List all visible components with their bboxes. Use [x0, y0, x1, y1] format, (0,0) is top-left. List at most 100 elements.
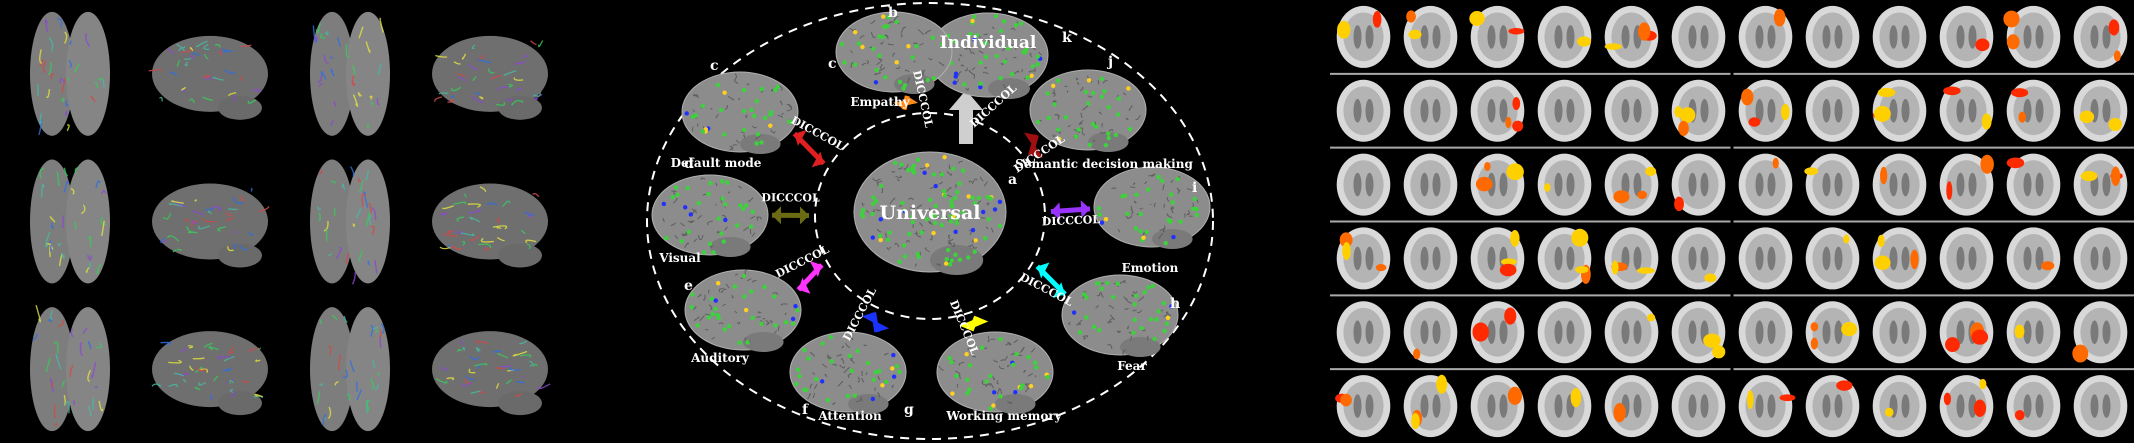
axial-slice: [2006, 227, 2061, 290]
axial-slice: [1470, 301, 1525, 364]
axial-slice: [1805, 5, 1860, 68]
connector-label: DICCCOL: [773, 243, 831, 281]
top-connector-arrow: [949, 90, 983, 144]
center-title: Universal: [880, 202, 981, 224]
axial-slice: [1939, 375, 1994, 438]
connector-arrow: [959, 315, 989, 332]
individual-brain: [927, 12, 1049, 100]
node-label: Visual: [658, 251, 701, 265]
axial-slice: [1336, 153, 1391, 216]
brain-surfaces: [651, 11, 1211, 414]
universal-brain: [853, 151, 1007, 275]
axial-slice: [1671, 301, 1726, 364]
axial-slice: [1537, 153, 1592, 216]
sagittal-brain-view: [148, 35, 268, 120]
sagittal-brain-view: [432, 331, 551, 416]
connector-label: DICCCOL: [761, 191, 820, 204]
axial-slice: [2006, 375, 2061, 438]
axial-slice: [1939, 301, 1994, 364]
node-letter: i: [1192, 180, 1197, 196]
axial-slice: [1939, 153, 1994, 216]
axial-slice: [1805, 301, 1860, 364]
axial-slice: [1872, 5, 1927, 68]
node-brain: [1061, 274, 1179, 357]
connector-arrow: [893, 95, 919, 111]
axial-slice: [2006, 79, 2061, 142]
axial-slice: [2073, 153, 2128, 216]
axial-slice: [1604, 227, 1659, 290]
axial-slice: [1403, 5, 1458, 68]
top-letter: b: [888, 5, 898, 21]
axial-slice: [1604, 5, 1659, 68]
axial-slice: [2003, 5, 2061, 68]
axial-slice: [1738, 301, 1793, 364]
node-brain: [1093, 166, 1211, 249]
axial-slice: [2073, 227, 2128, 290]
axial-slice: [1805, 375, 1860, 438]
fiber-tract-panel: [0, 0, 560, 443]
activation-slice-grid: [1330, 0, 2134, 443]
node-label: Attention: [817, 409, 882, 423]
node-brain: [936, 331, 1054, 414]
sagittal-brain-view: [151, 331, 268, 416]
node-letter: h: [1170, 296, 1180, 312]
fiber-tract-image-grid: [30, 11, 551, 432]
top-title: Individual: [940, 33, 1037, 53]
axial-slice: [1537, 227, 1592, 290]
axial-slice: [1604, 301, 1659, 364]
connector-arrow: [771, 206, 810, 225]
axial-slice: [1470, 79, 1525, 142]
node-brain: [789, 331, 907, 414]
axial-brain-view: [310, 307, 390, 432]
node-brain: [681, 71, 799, 154]
node-letter: c: [710, 58, 719, 74]
axial-slice: [1738, 375, 1796, 438]
axial-slice: [1403, 301, 1458, 364]
top-side-letter: k: [1062, 30, 1072, 46]
axial-slice: [1470, 227, 1525, 290]
axial-slice: [1872, 301, 1927, 364]
axial-slice: [1604, 375, 1659, 438]
axial-slice: [1738, 153, 1793, 216]
node-letter: c: [828, 56, 837, 72]
node-label: Emotion: [1122, 261, 1179, 275]
axial-slice: [1469, 5, 1525, 68]
axial-slice: [1671, 5, 1726, 68]
connector-arrow: [796, 260, 824, 294]
axial-slice: [1738, 79, 1793, 142]
axial-slice: [1671, 227, 1726, 290]
node-brain: [684, 269, 802, 352]
center-letter: a: [1008, 172, 1017, 188]
axial-slice: [2006, 153, 2061, 216]
axial-slice: [2006, 301, 2061, 364]
connector-arrow: [792, 130, 826, 168]
axial-brain-view: [30, 305, 110, 432]
outer-dashed-ring: [646, 2, 1214, 440]
axial-slice: [1939, 5, 1994, 68]
axial-slice: [1671, 153, 1726, 216]
node-label: Fear: [1117, 359, 1147, 373]
node-brain: [651, 174, 769, 257]
connector-arrow: [1024, 132, 1043, 158]
axial-slice: [1872, 227, 1927, 290]
axial-slice: [1804, 153, 1860, 216]
axial-slice: [1671, 79, 1726, 142]
axial-slice: [1939, 79, 1994, 142]
sagittal-brain-view: [152, 183, 270, 268]
axial-slice: [1671, 375, 1726, 438]
connector-arrow: [861, 312, 890, 333]
dicccol-diagram: Universal a Individual b k DICCCOL DICCC…: [640, 0, 1220, 443]
axial-brain-view: [30, 11, 110, 136]
axial-slice: [1336, 5, 1391, 68]
axial-slice: [1872, 79, 1927, 142]
axial-brain-view: [30, 159, 110, 284]
node-brain: [1029, 69, 1147, 152]
axial-slice: [1738, 5, 1793, 68]
axial-slice: [1335, 375, 1391, 438]
axial-slice: [1805, 79, 1860, 142]
node-brain: [835, 11, 953, 94]
axial-slice: [1537, 375, 1592, 438]
axial-slice: [1537, 5, 1592, 68]
axial-slice: [1872, 153, 1927, 216]
node-letter: e: [684, 278, 693, 294]
